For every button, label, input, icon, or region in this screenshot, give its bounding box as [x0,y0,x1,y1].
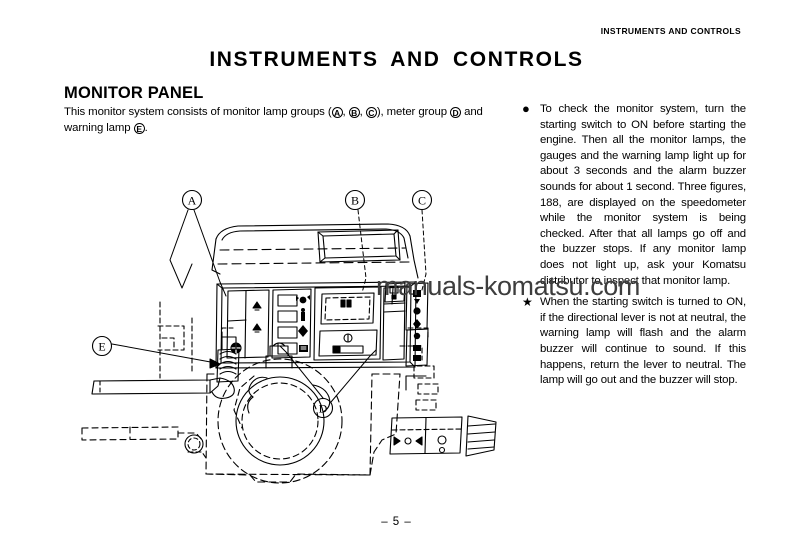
svg-text:E: E [98,340,105,354]
page-number: – 5 – [381,516,412,528]
svg-text:C: C [418,194,426,208]
page-title: INSTRUMENTS AND CONTROLS [209,48,584,71]
reference-marker-a: A [331,107,343,118]
svg-text:B: B [351,194,359,208]
reference-marker-e: E [133,122,145,134]
steering-wheel [217,342,343,484]
watermark: manuals-komatsu.com [376,271,640,301]
callout-a-icon: A [181,189,203,211]
intro-text-part-1: This monitor system consists of monitor … [64,106,332,118]
intro-paragraph: This monitor system consists of monitor … [64,105,516,136]
lamp-group-a-secondary [271,288,312,359]
left-control-lever [91,377,235,399]
svg-text:D: D [319,402,328,416]
lamp-group-a [226,289,270,359]
reference-marker-b: B [348,107,360,118]
dashboard-cowl [211,223,419,279]
monitor-panel-illustration: A B C E D [70,178,510,488]
callout-e-icon: E [91,335,113,357]
note-item: ★ When the starting switch is turned to O… [520,295,746,389]
lamp-group-c [384,282,429,367]
svg-text:A: A [188,194,197,208]
callout-d-icon: D [312,397,334,419]
intro-text-part-3: and warning lamp [64,106,483,134]
intro-sep-1: , [342,106,349,118]
right-dashed-details [399,327,439,411]
reference-marker-d: D [450,107,462,118]
pedal-knob [184,434,207,459]
callout-leader-lines [111,209,427,403]
section-title-monitor-panel: MONITOR PANEL [64,84,204,102]
left-dashed-details [157,301,193,379]
notes-column: ● To check the monitor system, turn the s… [520,102,746,395]
instrument-cluster-bezel [215,281,417,369]
warning-lamp-assembly [216,327,240,383]
callout-b-icon: B [344,189,366,211]
intro-text-part-2: ), meter group [376,106,451,118]
right-switch-panel [389,375,497,457]
bullet-star-icon: ★ [522,295,533,310]
running-header: INSTRUMENTS AND CONTROLS [600,26,741,36]
meter-group-display [313,286,382,361]
reference-marker-c: C [365,107,377,118]
callout-c-icon: C [411,189,433,211]
note-text: When the starting switch is turned to ON… [540,296,746,387]
dashboard-lower-body [205,373,401,483]
note-item: ● To check the monitor system, turn the s… [520,102,746,289]
note-text: To check the monitor system, turn the st… [540,103,746,287]
intro-sep-2: , [359,106,366,118]
lower-left-lever [81,426,203,441]
bullet-dot-icon: ● [522,101,530,116]
intro-text-part-4: . [144,121,148,134]
